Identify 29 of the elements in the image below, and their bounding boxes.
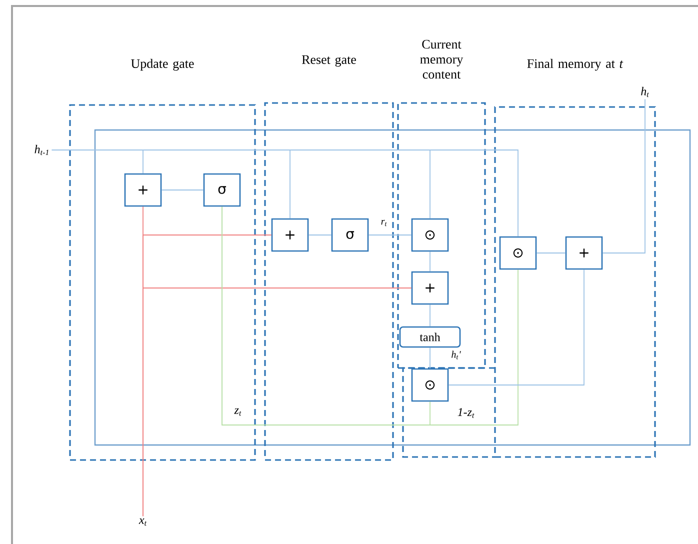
- connector-line: [142, 288, 412, 517]
- edge-label: r$_{t}$: [380, 218, 388, 228]
- variable-label: x$_{t}$: [138, 518, 147, 526]
- operator-box: σ: [203, 173, 241, 207]
- variable-label: z$_{t}$: [234, 408, 242, 416]
- connector-line: [536, 252, 566, 254]
- node-label: Update gate: [131, 58, 194, 71]
- operator-box: +: [565, 236, 603, 270]
- connector-line: [602, 98, 646, 254]
- variable-label: 1-z$_{t}$: [458, 408, 474, 418]
- operator-box: σ: [331, 218, 369, 252]
- operator-box: ⊙: [499, 236, 537, 270]
- operator-box: ⊙: [411, 218, 449, 252]
- connector-line: [308, 234, 332, 236]
- connector-line: [368, 234, 412, 236]
- node-label: Reset gate: [302, 55, 356, 67]
- connector-line: [51, 150, 518, 237]
- variable-label: h$_{t-1}$: [34, 144, 48, 156]
- operator-box: ⊙: [411, 368, 449, 402]
- connector-line: [448, 269, 584, 386]
- function-box: tanh: [399, 326, 461, 348]
- connector-line: [222, 206, 430, 426]
- operator-box: +: [271, 218, 309, 252]
- operator-box: +: [411, 271, 449, 305]
- node-label: Final memory at t: [527, 58, 624, 71]
- variable-label: h$_{t}$: [641, 86, 650, 98]
- edge-label: h$_{t}$': [450, 350, 462, 360]
- operator-box: +: [124, 173, 162, 207]
- node-label: Current memory content: [420, 40, 464, 79]
